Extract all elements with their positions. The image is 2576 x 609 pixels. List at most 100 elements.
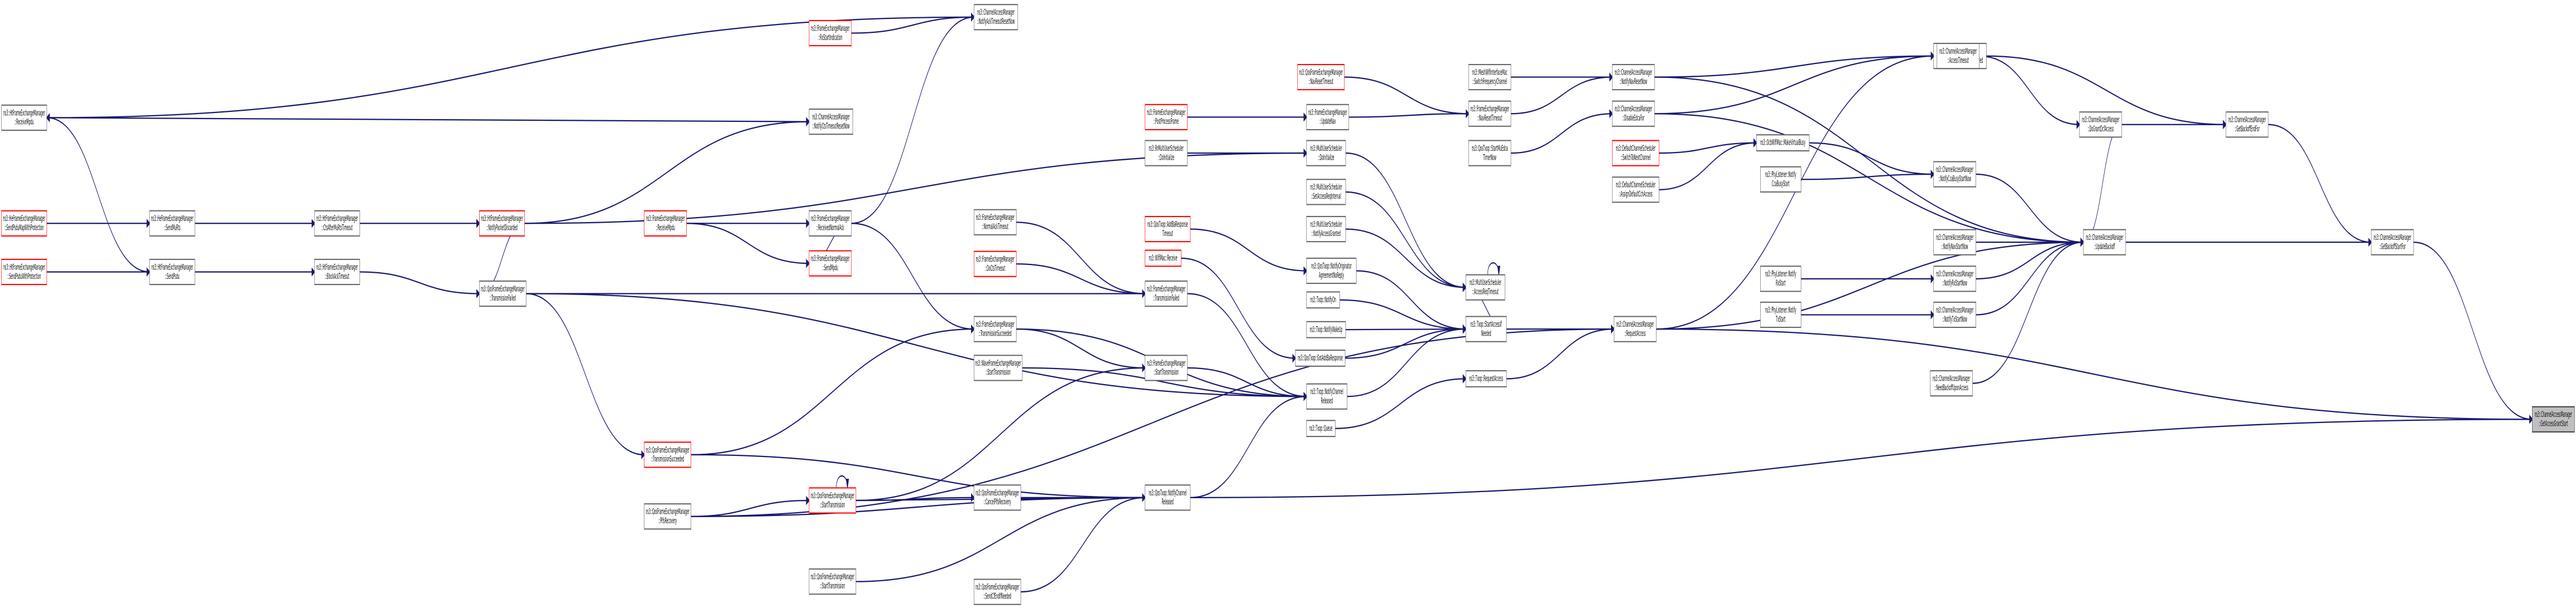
node-ub[interactable]: ns3::ChannelAccessManager::UpdateBackoff — [2083, 229, 2126, 256]
node-musnag[interactable]: ns3::MultiUserScheduler::NotifyAccessGra… — [1306, 215, 1346, 243]
node-ferm[interactable]: ns3::FrameExchangeManager::ReceiveMpdu — [644, 210, 687, 237]
node-hersmu[interactable]: ns3::HeFrameExchangeManager::SendMuRts — [149, 210, 195, 237]
node-htbat[interactable]: ns3::HtFrameExchangeManager::BlockAckTim… — [314, 258, 360, 286]
node-box — [1145, 215, 1191, 243]
node-wfest[interactable]: ns3::WaveFrameExchangeManager::StartTran… — [973, 355, 1023, 381]
node-label-line: ns3::FrameExchangeManager — [646, 214, 685, 223]
node-qfets[interactable]: ns3::QosFrameExchangeManager::Transmissi… — [644, 441, 692, 468]
node-gbsf[interactable]: ns3::ChannelAccessManager::GetBackoffSta… — [2371, 229, 2414, 256]
node-pltx[interactable]: ns3::PhyListener::NotifyTxStart — [1760, 301, 1801, 328]
node-dgda[interactable]: ns3::ChannelAccessManager::DoGrantDcfAcc… — [2079, 111, 2122, 138]
node-ntsn[interactable]: ns3::ChannelAccessManager::NotifyTxStart… — [1933, 301, 1977, 328]
node-gbef[interactable]: ns3::ChannelAccessManager::GetBackoffEnd… — [2225, 111, 2269, 138]
node-label-line: ::UpdateBackoff — [2094, 242, 2115, 251]
node-label-line: ns3::Txop::NotifyWakeUp — [1310, 325, 1343, 334]
edge-qtnoa-to-txsa — [1356, 270, 1466, 329]
node-label-line: ::SendPsdu — [165, 271, 179, 281]
node-nctrn[interactable]: ns3::ChannelAccessManager::NotifyCtsTime… — [809, 108, 853, 135]
node-box — [1306, 179, 1346, 205]
node-qfescf[interactable]: ns3::QosFrameExchangeManager::SendCfEndI… — [973, 578, 1021, 605]
node-fedct[interactable]: ns3::FrameExchangeManager::DoCtsTimeout — [973, 251, 1017, 277]
node-htcmu[interactable]: ns3::HtFrameExchangeManager::CtsAfterMuR… — [314, 210, 360, 237]
node-fenat[interactable]: ns3::FrameExchangeManager::NormalAckTime… — [973, 209, 1017, 235]
node-musdi[interactable]: ns3::MultiUserScheduler::DoInitialize — [1306, 140, 1346, 166]
node-label-line: ns3::PhyListener::Notify — [1765, 269, 1796, 278]
node-dcad[interactable]: ns3::DefaultChannelScheduler::AssignDefa… — [1612, 176, 1659, 203]
node-qfenrt[interactable]: ns3::QosFrameExchangeManager::NavResetTi… — [1297, 63, 1345, 91]
node-label-line: ns3::HtFrameExchangeManager — [316, 262, 358, 272]
node-mussai[interactable]: ns3::MultiUserScheduler::SetAccessReqInt… — [1306, 179, 1346, 205]
node-plcca[interactable]: ns3::PhyListener::NotifyCcaBusyStart — [1760, 166, 1801, 193]
node-htspwp[interactable]: ns3::HtFrameExchangeManager::SendPsduWit… — [1, 258, 47, 286]
node-plrx[interactable]: ns3::PhyListener::NotifyRxStart — [1760, 266, 1801, 292]
node-nnsn[interactable]: ns3::ChannelAccessManager::NotifyNavStar… — [1933, 229, 1977, 256]
node-htsp[interactable]: ns3::HtFrameExchangeManager::SendPsdu — [149, 258, 195, 286]
node-fets[interactable]: ns3::FrameExchangeManager::TransmissionS… — [973, 316, 1017, 342]
node-label-line: ::UpdateNav — [1319, 116, 1336, 126]
node-nbfua[interactable]: ns3::ChannelAccessManager::NeedBackoffUp… — [1930, 370, 1973, 397]
node-mesh[interactable]: ns3::MeshWifiInterfaceMac::SwitchFrequen… — [1468, 63, 1511, 91]
node-ra[interactable]: ns3::ChannelAccessManager::RequestAccess — [1613, 316, 1657, 342]
node-qfepr[interactable]: ns3::QosFrameExchangeManager::PifsRecove… — [644, 503, 692, 530]
node-qfest2[interactable]: ns3::QosFrameExchangeManager::StartTrans… — [809, 568, 856, 595]
edge-fernack-to-fets — [851, 223, 974, 329]
node-label-line: ::NotifyAckTimeoutResetNow — [977, 17, 1015, 26]
node-dcsw[interactable]: ns3::DefaultChannelScheduler::SwitchToNe… — [1612, 140, 1659, 166]
node-htrm[interactable]: ns3::HtFrameExchangeManager::ReceiveMpdu — [1, 104, 47, 131]
node-txq[interactable]: ns3::Txop::Queue — [1306, 420, 1336, 438]
edge-fest-to-txncr — [1187, 367, 1307, 396]
node-label-line: ns3::DefaultChannelScheduler — [1616, 180, 1656, 189]
node-fersta[interactable]: ns3::FrameExchangeManager::RxStartIndica… — [809, 19, 852, 47]
node-rrmu[interactable]: ns3::RrMultiUserScheduler::DoInitialize — [1145, 140, 1188, 166]
node-nnrn[interactable]: ns3::ChannelAccessManager::NotifyNavRese… — [1612, 63, 1655, 91]
node-label-line: ns3::ChannelAccessManager — [2082, 115, 2120, 124]
node-label-line: ns3::FrameExchangeManager — [811, 23, 850, 33]
node-label-line: ns3::QosTxop::GotAddBaResponse — [1298, 353, 1343, 362]
node-box — [1612, 63, 1655, 91]
node-nrsn[interactable]: ns3::ChannelAccessManager::NotifyRxStart… — [1933, 266, 1977, 292]
node-fest[interactable]: ns3::FrameExchangeManager::StartTransmis… — [1145, 355, 1188, 381]
node-label-line: ns3::QosTxop::NotifyChannel — [1149, 488, 1186, 497]
node-fenrt[interactable]: ns3::FrameExchangeManager::NavResetTimeo… — [1468, 100, 1511, 127]
node-label-line: CcaBusyStart — [1772, 179, 1790, 188]
node-box — [1145, 484, 1191, 511]
node-feun[interactable]: ns3::FrameExchangeManager::UpdateNav — [1306, 104, 1349, 130]
edge-qtabrt-to-qtnoa — [1190, 228, 1307, 271]
node-label-line: TimerNow — [1483, 153, 1496, 162]
node-qtnoa[interactable]: ns3::QosTxop::NotifyOriginatorAgreementN… — [1306, 257, 1357, 284]
node-qfest[interactable]: ns3::QosFrameExchangeManager::StartTrans… — [809, 487, 856, 514]
edge-fets-to-fest — [1016, 328, 1145, 368]
node-label-line: ns3::PhyListener::Notify — [1765, 170, 1796, 179]
node-qtgar[interactable]: ns3::QosTxop::GotAddBaResponse — [1295, 350, 1346, 367]
node-txno[interactable]: ns3::Txop::NotifyOn — [1306, 291, 1340, 309]
node-musart[interactable]: ns3::MultiUserScheduler::AccessReqTimeou… — [1465, 274, 1505, 301]
node-at[interactable]: ns3::ChannelAccessManager::AccessTimeout — [1937, 42, 1980, 70]
node-target[interactable]: ns3::ChannelAccessManager::GetAccessGran… — [2531, 406, 2575, 433]
node-dedca[interactable]: ns3::ChannelAccessManager::DisableEdcaFo… — [1612, 100, 1655, 127]
node-natrn[interactable]: ns3::ChannelAccessManager::NotifyAckTime… — [973, 4, 1018, 31]
node-label-line: ns3::QosFrameExchangeManager — [646, 445, 689, 454]
node-qfecp[interactable]: ns3::QosFrameExchangeManager::CancelPifs… — [973, 484, 1021, 511]
node-htnpd[interactable]: ns3::HtFrameExchangeManager::NotifyPacke… — [479, 210, 525, 237]
node-fetf[interactable]: ns3::FrameExchangeManager::TransmissionF… — [1145, 280, 1188, 307]
node-ncbsn[interactable]: ns3::ChannelAccessManager::NotifyCcaBusy… — [1933, 161, 1977, 188]
node-fernack[interactable]: ns3::FrameExchangeManager::ReceivedNorma… — [809, 210, 852, 237]
edge-musnag-to-musart — [1346, 228, 1466, 288]
node-txrq[interactable]: ns3::Txop::RequestAccess — [1465, 370, 1507, 387]
node-box — [809, 210, 852, 237]
edge-txnwu-to-txsa — [1346, 329, 1466, 330]
node-label-line: ns3::QosFrameExchangeManager — [1299, 67, 1343, 77]
node-txnwu[interactable]: ns3::Txop::NotifyWakeUp — [1306, 321, 1346, 338]
node-fesm[interactable]: ns3::FrameExchangeManager::SendMpdu — [809, 250, 852, 277]
node-fepp[interactable]: ns3::FrameExchangeManager::PostProcessFr… — [1145, 104, 1188, 130]
node-qfetf[interactable]: ns3::QosFrameExchangeManager::Transmissi… — [479, 280, 526, 307]
node-wmr[interactable]: ns3::WifiMac::Receive — [1145, 249, 1181, 267]
node-hesmpdu[interactable]: ns3::HeFrameExchangeManager::SendPsduMap… — [1, 210, 47, 237]
edge-htnpd-to-musdi — [524, 153, 1307, 224]
node-ocb[interactable]: ns3::OcbWifiMac::MakeVirtualBusy — [1756, 134, 1810, 151]
